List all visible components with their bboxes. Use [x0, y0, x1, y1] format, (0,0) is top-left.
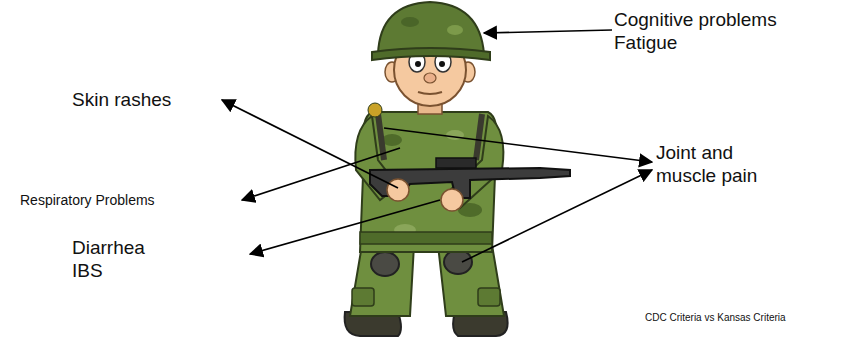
- symptom-label: Skin rashes: [72, 88, 171, 111]
- pocket: [478, 288, 500, 306]
- symptom-label: Diarrhea IBS: [72, 236, 164, 282]
- knee-pad: [371, 252, 399, 276]
- leader-arrow: [250, 200, 440, 254]
- pupil: [439, 61, 445, 67]
- symptom-label: Joint and muscle pain: [656, 141, 774, 187]
- symptom-label: Cognitive problems Fatigue: [614, 8, 789, 54]
- leg: [438, 245, 504, 316]
- camo-spot: [447, 25, 463, 35]
- knee-pad: [444, 250, 472, 274]
- symptom-label: Respiratory Problems: [20, 192, 155, 209]
- hand: [387, 179, 409, 201]
- camo-spot: [382, 134, 402, 146]
- helmet: [378, 2, 484, 54]
- mouth: [418, 92, 442, 94]
- leader-arrows: [222, 30, 652, 262]
- nose: [424, 73, 436, 83]
- shoulder-patch: [368, 103, 382, 117]
- leader-arrow: [384, 128, 652, 162]
- hand: [441, 189, 463, 211]
- leader-arrow: [462, 170, 652, 262]
- belt: [360, 232, 492, 244]
- pupil: [415, 61, 421, 67]
- camo-spot: [401, 17, 419, 27]
- source-note: CDC Criteria vs Kansas Criteria: [645, 312, 786, 324]
- leg: [350, 245, 414, 316]
- leader-arrow: [242, 148, 400, 200]
- strap: [378, 114, 482, 160]
- pocket: [352, 288, 374, 306]
- rifle-sight: [436, 158, 476, 168]
- leader-arrow: [222, 100, 398, 188]
- leader-arrow: [484, 30, 612, 33]
- helmet-brim: [372, 48, 490, 60]
